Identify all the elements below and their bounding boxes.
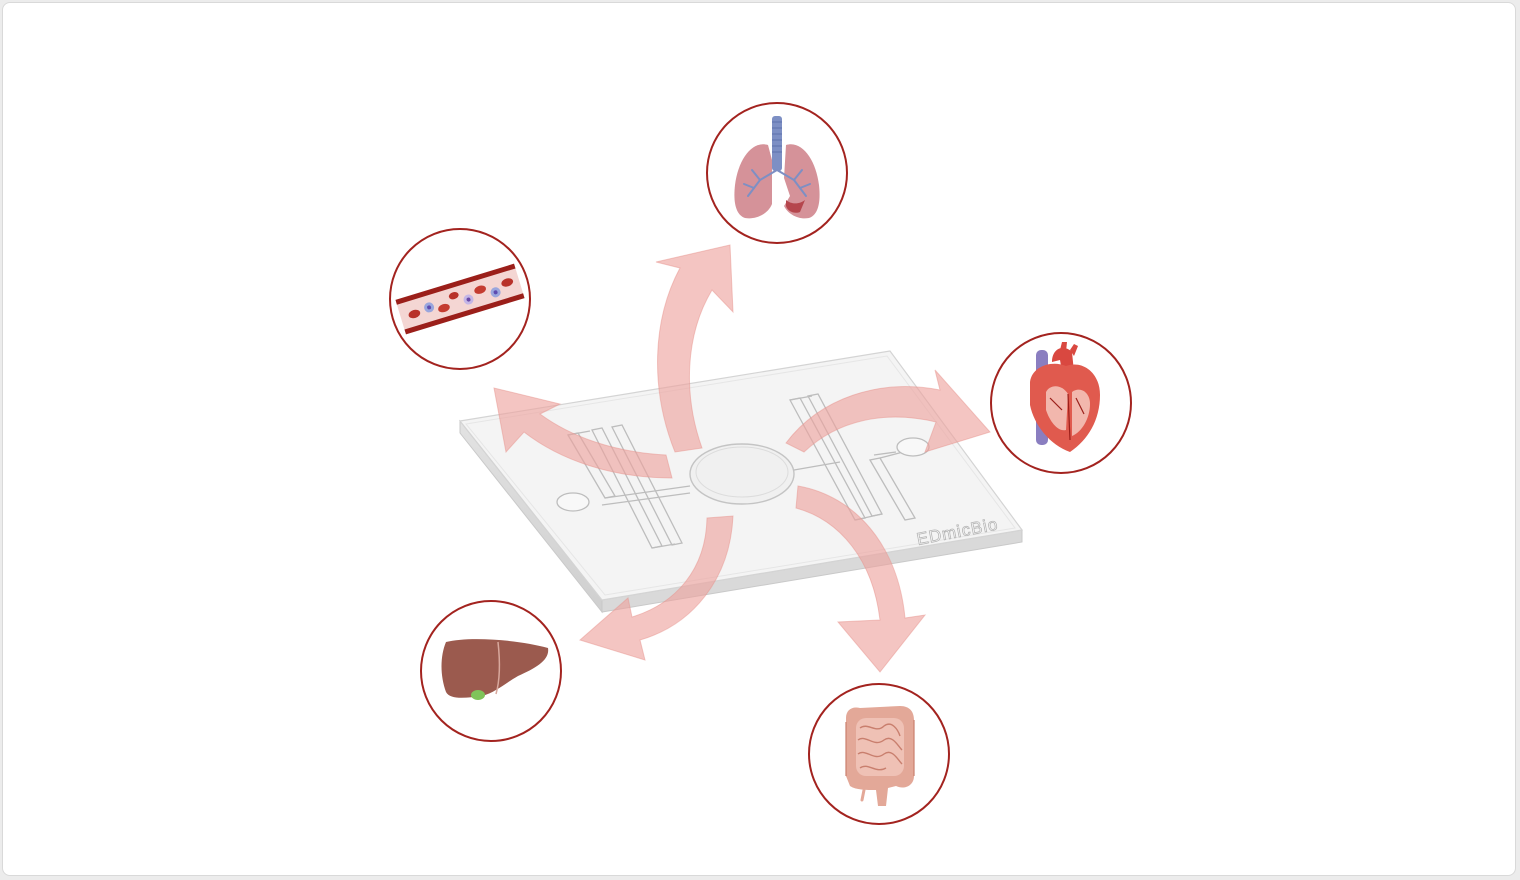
right-serpentine-channel xyxy=(789,393,917,521)
intestine-organ xyxy=(808,683,950,825)
arrow-to-heart xyxy=(785,369,991,453)
heart-organ xyxy=(990,332,1132,474)
liver-organ xyxy=(420,600,562,742)
left-reservoir xyxy=(556,492,590,512)
intestine-icon xyxy=(845,706,915,806)
central-chamber xyxy=(689,443,795,505)
flow-arrows xyxy=(493,244,991,673)
right-reservoir xyxy=(896,437,930,457)
lung-organ xyxy=(706,102,848,244)
arrow-to-blood-vessel xyxy=(493,387,673,479)
arrow-to-liver xyxy=(578,515,734,661)
lungs-icon xyxy=(734,116,820,219)
heart-icon xyxy=(1030,342,1100,452)
arrow-to-intestine xyxy=(795,485,927,673)
arrow-to-lung xyxy=(655,244,734,453)
liver-icon xyxy=(441,639,549,700)
blood-vessel-organ xyxy=(389,228,531,370)
blood-vessel-icon xyxy=(395,263,525,335)
